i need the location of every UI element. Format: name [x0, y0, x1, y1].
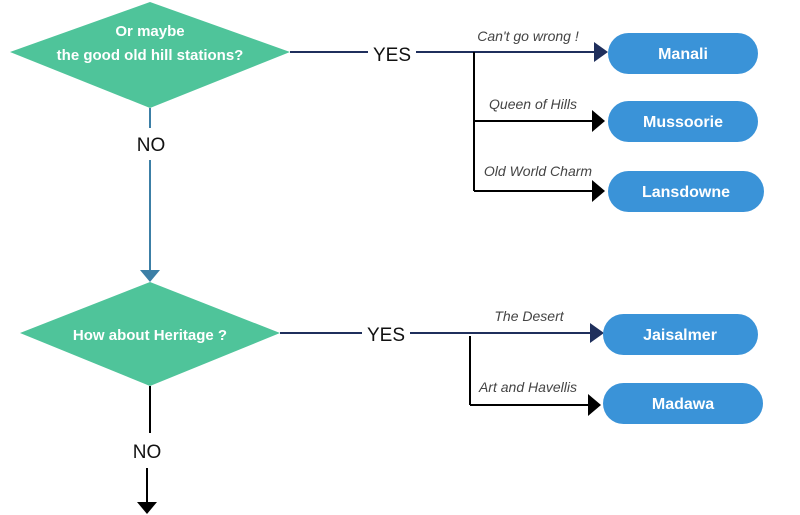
- arrow-to-lansdowne: [592, 180, 605, 202]
- arrow-to-manali: [594, 42, 608, 62]
- note-manali: Can't go wrong !: [477, 28, 579, 44]
- arrow-to-jaisalmer: [590, 323, 604, 343]
- note-madawa: Art and Havellis: [478, 379, 577, 395]
- decision-hill-stations-line1: Or maybe: [115, 23, 184, 40]
- note-mussoorie: Queen of Hills: [489, 96, 577, 112]
- destination-mussoorie[interactable]: [608, 101, 758, 142]
- destination-lansdowne-label: Lansdowne: [642, 184, 730, 201]
- yes-label-1: YES: [373, 45, 411, 66]
- destination-manali-label: Manali: [658, 46, 708, 63]
- destination-mussoorie-label: Mussoorie: [643, 114, 723, 131]
- arrow-to-mussoorie: [592, 110, 605, 132]
- decision-heritage-shape: [20, 282, 280, 386]
- destination-jaisalmer[interactable]: [603, 314, 758, 355]
- arrow-to-heritage: [140, 270, 160, 282]
- decision-heritage-line1: How about Heritage ?: [73, 327, 227, 344]
- arrow-to-madawa: [588, 394, 601, 416]
- destination-lansdowne[interactable]: [608, 171, 764, 212]
- no-label-1: NO: [137, 135, 166, 156]
- destination-madawa[interactable]: [603, 383, 763, 424]
- arrow-down-continue: [137, 502, 157, 514]
- destination-jaisalmer-label: Jaisalmer: [643, 327, 717, 344]
- note-lansdowne: Old World Charm: [484, 163, 592, 179]
- note-jaisalmer: The Desert: [494, 308, 564, 324]
- decision-hill-stations-line2: the good old hill stations?: [57, 47, 244, 64]
- yes-label-2: YES: [367, 325, 405, 346]
- destination-madawa-label: Madawa: [652, 396, 714, 413]
- destination-manali[interactable]: [608, 33, 758, 74]
- decision-hill-stations-shape: [10, 2, 290, 108]
- no-label-2: NO: [133, 442, 162, 463]
